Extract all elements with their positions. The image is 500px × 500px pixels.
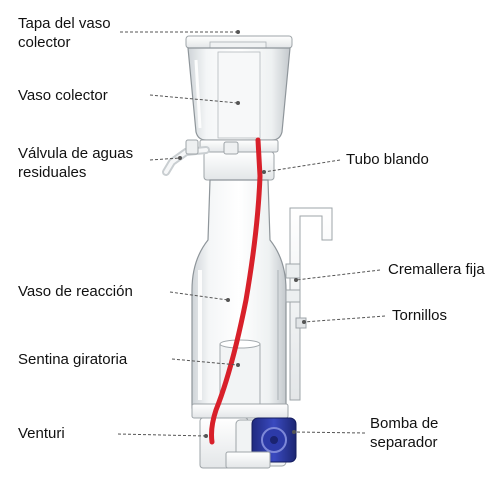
neck-ring [199,139,279,181]
fixed-rack [285,207,333,401]
leader-tubo [263,159,341,173]
pump [225,417,297,469]
leader-tornillos [303,315,386,323]
label-cremallera-fija: Cremallera fija [388,261,485,278]
leader-bomba [293,431,366,434]
soft-tube [209,137,263,445]
leader-lines [117,31,386,437]
collection-cup [187,47,291,141]
label-venturi: Venturi [18,425,65,442]
label-sentina-giratoria: Sentina giratoria [18,351,128,368]
leader-dots [178,30,306,438]
label-tapa-line1: Tapa del vaso [18,15,111,32]
label-tapa-vaso-colector: Tapa del vaso colector [18,14,111,52]
label-vaso-reaccion: Vaso de reacción [18,283,133,300]
leader-valvula [149,157,181,161]
label-valvula-line1: Válvula de aguas [18,145,134,162]
label-tubo-blando: Tubo blando [346,151,429,168]
label-vaso-colector: Vaso colector [18,87,108,104]
label-valvula-line2: residuales [18,164,87,181]
label-bomba-line2: separador [370,434,438,451]
label-valvula-aguas-residuales: Válvula de aguas residuales [18,144,133,182]
leader-sentina [171,358,239,366]
label-tapa-line2: colector [18,34,71,51]
leader-venturi [117,433,207,437]
rotating-sump [219,339,261,409]
label-bomba-line1: Bomba de [370,415,439,432]
label-tornillos: Tornillos [392,307,448,324]
label-bomba-separador: Bomba de separador [370,414,438,452]
leader-cremallera [295,269,381,281]
